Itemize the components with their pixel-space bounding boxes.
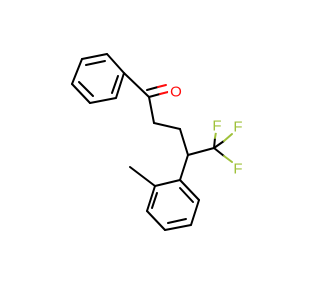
fluorine-label-top-left: F — [212, 118, 221, 135]
carbonyl-double-bond — [146, 84, 169, 98]
phenyl-ring — [71, 53, 125, 104]
fluorine-atom-top-left: F — [210, 118, 224, 135]
trifluoromethyl-bonds — [213, 131, 233, 163]
methyl-bond — [129, 166, 156, 187]
fluorine-atom-right: F — [231, 161, 245, 178]
carbon-chain — [123, 72, 215, 181]
fluorine-label-top-right: F — [233, 119, 242, 136]
tolyl-ring — [146, 179, 200, 231]
molecule-structure-diagram: O F F F — [71, 53, 245, 231]
oxygen-label: O — [170, 84, 182, 101]
oxygen-atom: O — [168, 84, 184, 101]
fluorine-label-right: F — [233, 161, 242, 178]
fluorine-atom-top-right: F — [231, 119, 245, 136]
